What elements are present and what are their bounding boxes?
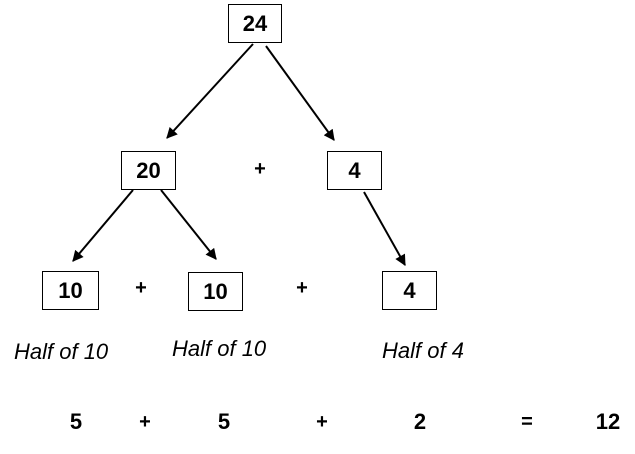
equation-term-1: 5 <box>69 409 83 434</box>
plus-operator-level3-second: + <box>296 277 308 299</box>
equation-result: 12 <box>595 409 621 434</box>
arrow-24-to-4-icon <box>265 45 335 141</box>
node-box-10-right: 10 <box>188 272 243 311</box>
arrow-24-to-20-icon <box>166 43 254 139</box>
equation-plus-1: + <box>139 411 151 433</box>
plus-operator-level3-first: + <box>135 277 147 299</box>
node-box-24: 24 <box>228 4 282 43</box>
arrow-4-to-4-icon <box>363 191 406 266</box>
node-box-20: 20 <box>121 151 176 190</box>
half-of-10-label-right: Half of 10 <box>172 336 267 361</box>
plus-operator-level2: + <box>254 158 266 180</box>
node-box-4-level2: 4 <box>327 151 382 190</box>
equation-equals-sign: = <box>521 411 533 433</box>
node-box-4-level3: 4 <box>382 271 437 310</box>
equation-term-2: 5 <box>217 409 231 434</box>
arrow-20-to-10-left-icon <box>72 189 134 262</box>
half-of-4-label: Half of 4 <box>382 338 464 363</box>
half-of-10-label-left: Half of 10 <box>14 339 109 364</box>
equation-term-3: 2 <box>413 409 427 434</box>
equation-plus-2: + <box>316 411 328 433</box>
node-box-10-left: 10 <box>42 271 99 310</box>
arrow-20-to-10-right-icon <box>160 189 217 260</box>
